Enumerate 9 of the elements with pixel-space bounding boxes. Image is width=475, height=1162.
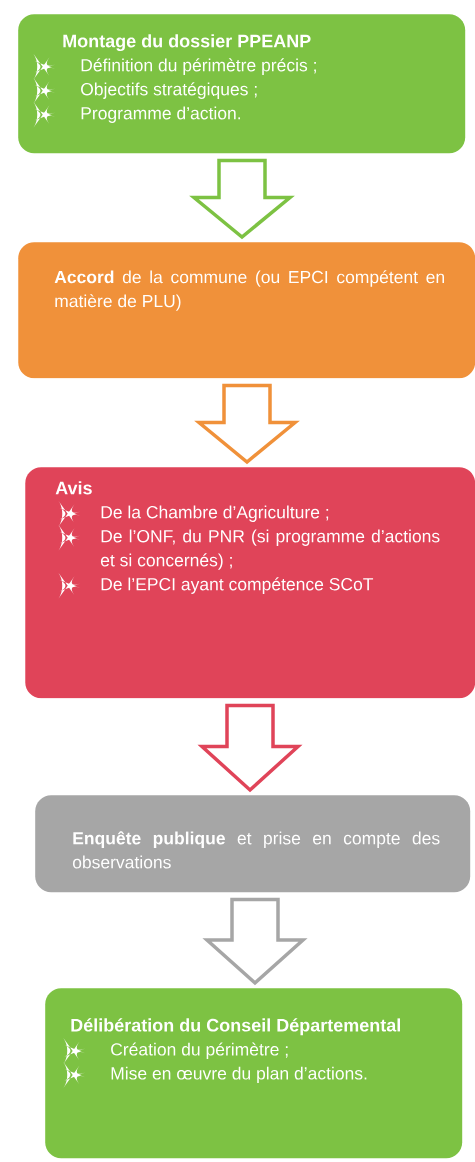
block-arrow [194,383,300,465]
block-arrow [189,158,295,240]
process-box: Accord de la commune (ou EPCI compétent en matière de PLU) [18,242,475,379]
process-box: Enquête publique et prise en compte des observations [35,795,471,893]
process-box: Délibération du Conseil Départemental Création du périmètre ; Mise en œuvre du plan d’actions. [45,988,463,1159]
process-box: Montage du dossier PPEANP Définition du périmètre précis ; Objectifs stratégiques ; Programme d’action. [18,14,466,154]
block-arrow [202,897,308,986]
process-box: Avis De la Chambre d’Agriculture ; De l’ONF, du PNR (si programme d’actions et si concernés) ; De l’EPCI ayant compétence SCoT [25,467,475,699]
block-arrow [197,703,303,793]
